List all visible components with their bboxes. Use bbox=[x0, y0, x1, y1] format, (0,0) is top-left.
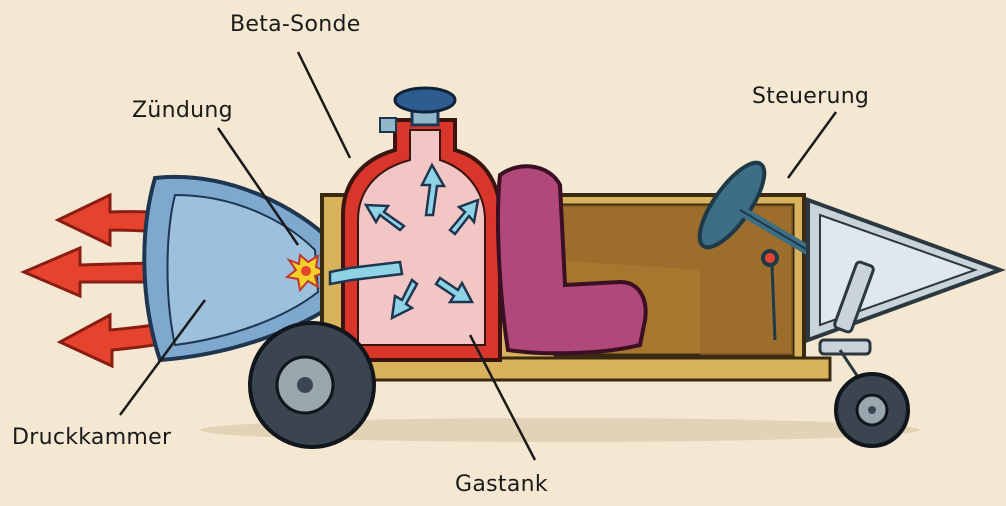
label-gastank: Gastank bbox=[455, 472, 548, 497]
tank-side-clip bbox=[380, 118, 396, 132]
beta-probe-cap bbox=[395, 88, 455, 112]
rear-wheel bbox=[250, 323, 374, 447]
leader-beta-sonde bbox=[298, 52, 350, 158]
leader-steuerung bbox=[788, 112, 836, 178]
label-druckkammer: Druckkammer bbox=[12, 425, 171, 450]
label-zuendung: Zündung bbox=[132, 98, 233, 123]
front-wheel bbox=[836, 374, 908, 446]
label-steuerung: Steuerung bbox=[752, 84, 869, 109]
label-beta-sonde: Beta-Sonde bbox=[230, 12, 361, 37]
